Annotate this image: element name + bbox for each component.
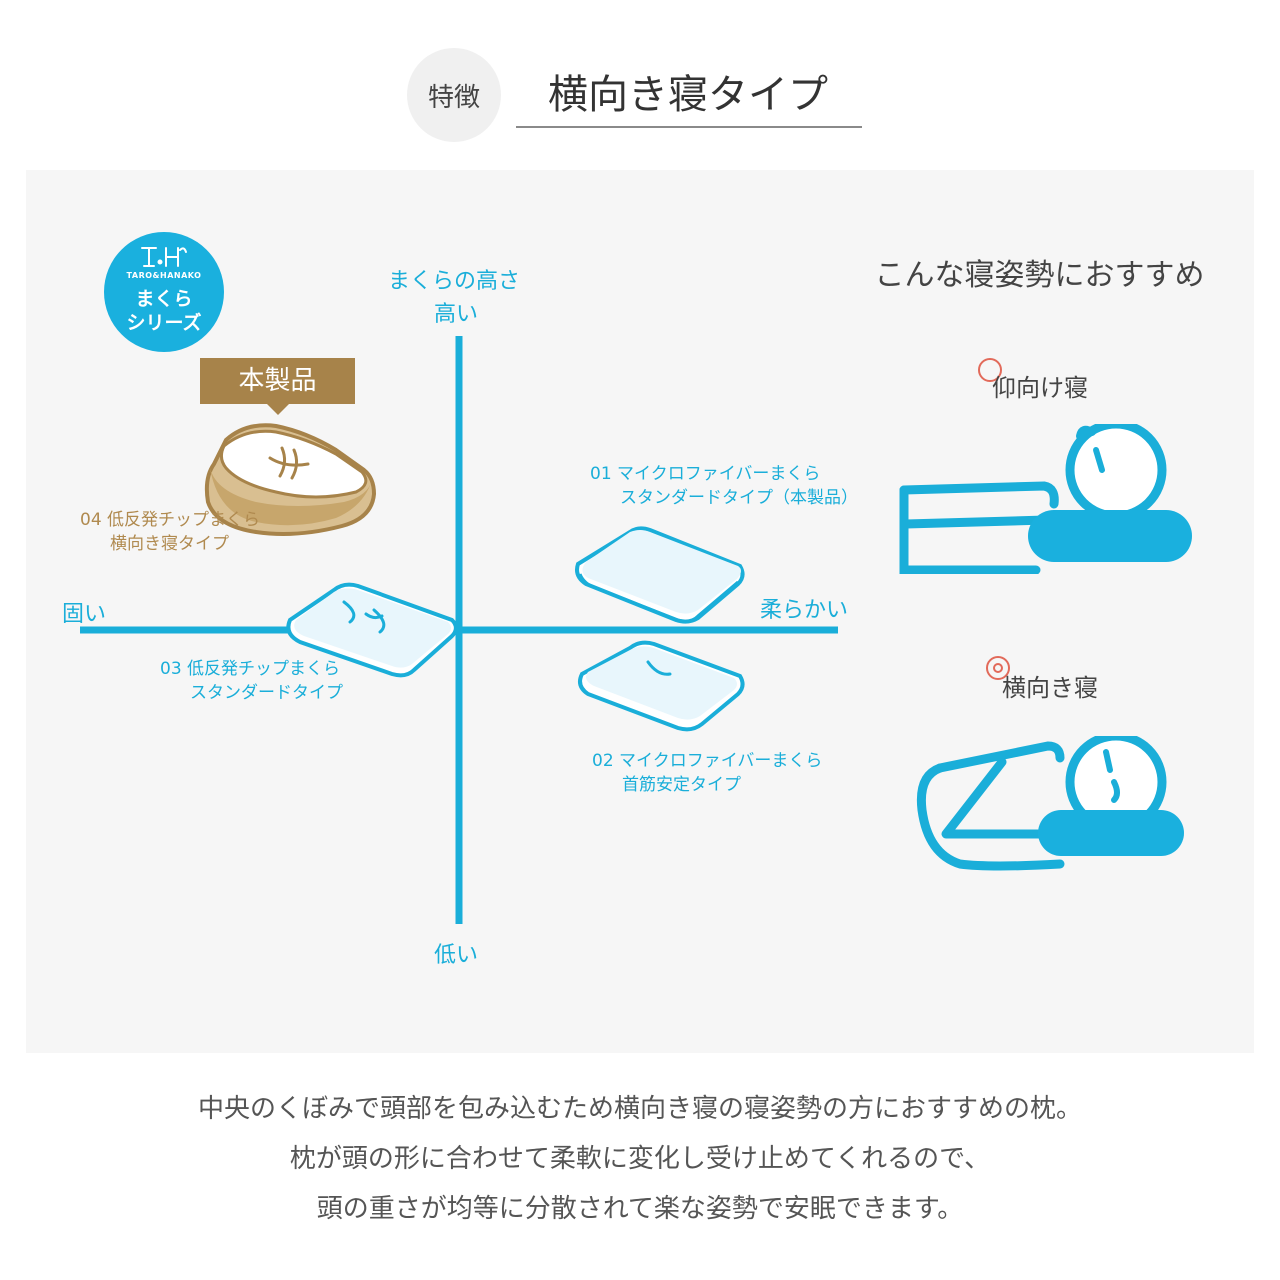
page-title: 横向き寝タイプ — [548, 72, 828, 118]
item-03-label: 03 低反発チップまくら スタンダードタイプ — [160, 657, 343, 705]
pillow-03-icon — [286, 582, 458, 678]
item-01-type: スタンダードタイプ（本製品） — [620, 488, 858, 508]
item-03-type: スタンダードタイプ — [190, 683, 343, 703]
axis-label-hard: 固い — [62, 602, 107, 627]
circle-mark-icon — [978, 358, 1002, 382]
series-label-1: まくら — [135, 288, 193, 310]
feature-badge: 特徴 — [407, 48, 501, 142]
item-04-label: 04 低反発チップまくら 横向き寝タイプ — [80, 508, 260, 556]
series-label-2: シリーズ — [126, 312, 202, 334]
series-brand: TARO&HANAKO — [126, 271, 202, 280]
description-line-1: 中央のくぼみで頭部を包み込むため横向き寝の寝姿勢の方におすすめの枕。 — [197, 1094, 1082, 1124]
axis-label-low: 低い — [434, 943, 479, 968]
side-sleeper-icon — [916, 736, 1184, 871]
tag-pointer — [266, 403, 290, 415]
supine-sleeper-icon — [899, 424, 1192, 574]
item-01-name: 01 マイクロファイバーまくら — [590, 464, 821, 484]
this-product-tag: 本製品 — [200, 358, 355, 404]
pillow-02-icon — [578, 640, 745, 732]
recommend-heading: こんな寝姿勢におすすめ — [874, 258, 1205, 293]
title-underline — [516, 126, 862, 128]
item-04-name: 04 低反発チップまくら — [80, 510, 261, 530]
item-01-label: 01 マイクロファイバーまくら スタンダードタイプ（本製品） — [590, 462, 858, 510]
item-04-type: 横向き寝タイプ — [110, 534, 229, 554]
axis-label-soft: 柔らかい — [760, 598, 849, 623]
pose-label-side: 横向き寝 — [1002, 674, 1098, 702]
pillow-01-icon — [575, 526, 745, 624]
double-circle-mark-icon — [986, 656, 1010, 680]
item-02-name: 02 マイクロファイバーまくら — [592, 751, 823, 771]
description-line-3: 頭の重さが均等に分散されて楽な姿勢で安眠できます。 — [316, 1194, 964, 1224]
item-03-name: 03 低反発チップまくら — [160, 659, 341, 679]
series-badge: TARO&HANAKO まくら シリーズ — [104, 232, 224, 352]
description-line-2: 枕が頭の形に合わせて柔軟に変化し受け止めてくれるので、 — [289, 1144, 991, 1174]
positioning-map-panel — [26, 170, 1254, 1053]
feature-badge-label: 特徴 — [427, 82, 480, 113]
pillow-04-icon — [204, 423, 377, 536]
item-02-type: 首筋安定タイプ — [622, 775, 741, 795]
pose-label-supine: 仰向け寝 — [992, 374, 1088, 402]
item-02-label: 02 マイクロファイバーまくら 首筋安定タイプ — [592, 749, 822, 797]
taro-hanako-logo-icon — [141, 247, 187, 267]
axis-label-high: 高い — [434, 302, 479, 327]
axis-title-height: まくらの高さ — [388, 269, 521, 294]
